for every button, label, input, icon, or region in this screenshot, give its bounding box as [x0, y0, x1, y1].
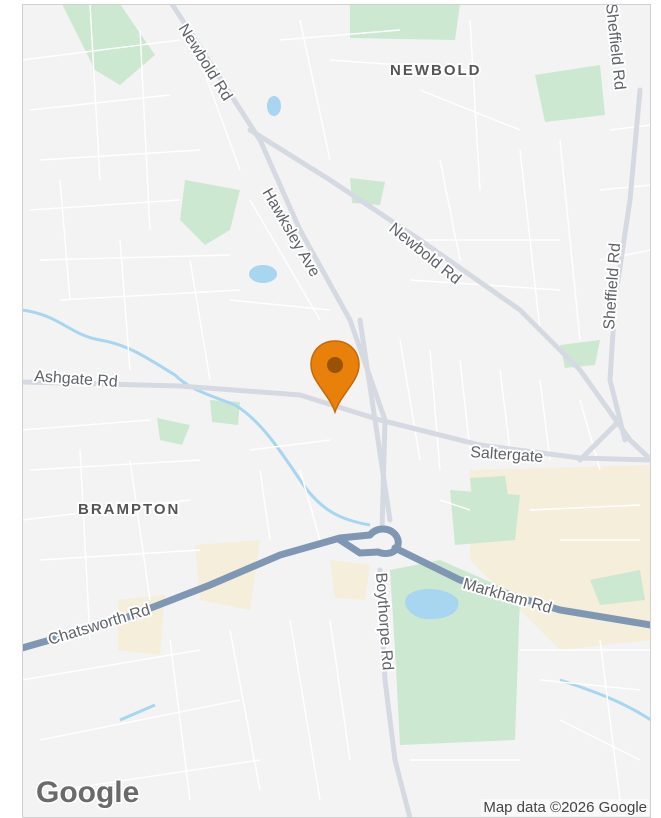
map-container[interactable]: Newbold Rd Newbold Rd Hawksley Ave Sheff… [22, 4, 651, 818]
google-logo-text: Google [36, 776, 139, 809]
google-logo-mark: Google [35, 775, 141, 811]
area-label-newbold: NEWBOLD [390, 62, 482, 79]
major-roads [22, 525, 651, 652]
area-label-brampton: BRAMPTON [78, 501, 180, 518]
map-attribution: Map data ©2026 Google [481, 799, 649, 816]
minor-streets [22, 4, 651, 801]
water-bodies [249, 96, 459, 620]
google-logo[interactable]: Google [34, 771, 150, 816]
secondary-roads [22, 4, 651, 818]
map-canvas[interactable]: Newbold Rd Newbold Rd Hawksley Ave Sheff… [22, 4, 651, 818]
area-labels: NEWBOLD BRAMPTON [76, 60, 482, 520]
location-marker[interactable] [309, 339, 361, 414]
